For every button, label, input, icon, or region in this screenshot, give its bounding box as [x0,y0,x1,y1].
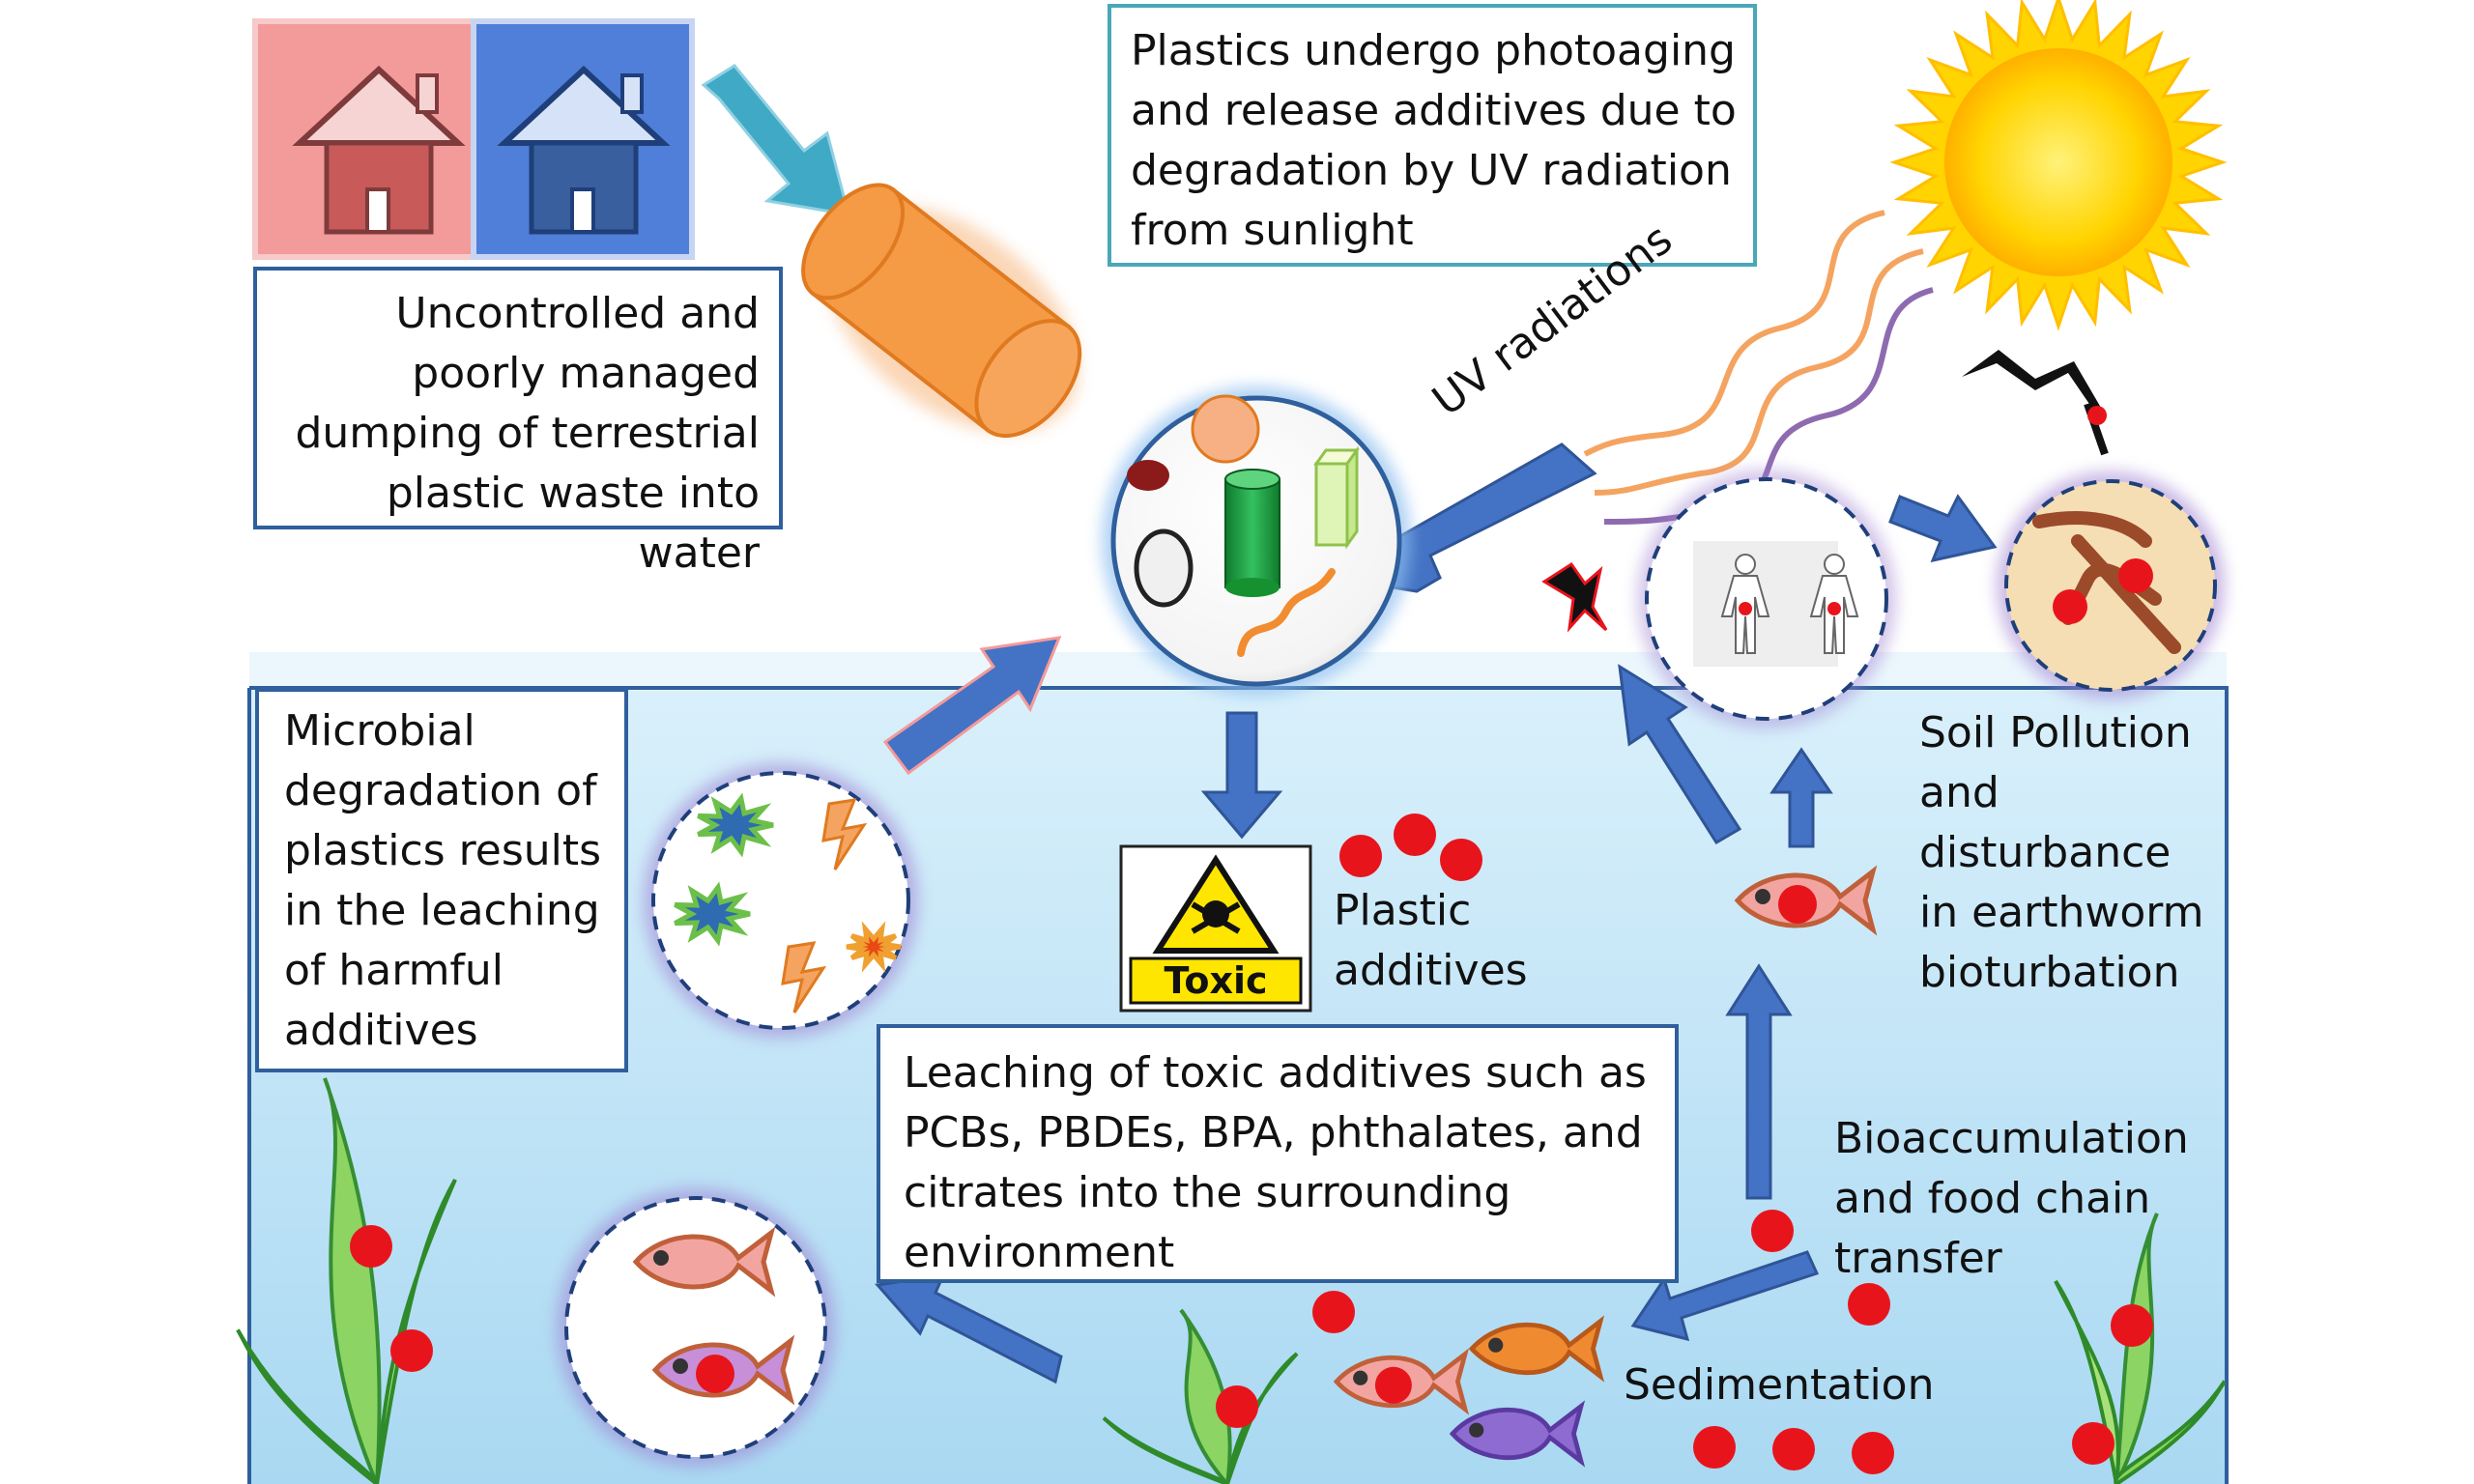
arrow-bioaccumulation-up [1725,963,1793,1200]
plastic-green-block [1313,445,1360,550]
plastic-green-cylinder [1224,469,1280,597]
fish-layer [632,865,1878,1468]
photoaging-label: Plastics undergo photoaging and release … [1108,4,1757,267]
leaching-label: Leaching of toxic additives such as PCBs… [877,1024,1679,1283]
plastics-circle [1102,386,1411,696]
microbe-icon [674,881,751,947]
arrow-to-cylinder [701,64,851,216]
fish-icon [632,1226,776,1298]
seaweed-icon [236,1077,457,1484]
arrow-plastics-to-toxic [1200,711,1283,840]
house-icon-red [252,18,482,260]
fish-icon [1468,1315,1605,1383]
sedimentation-label: Sedimentation [1624,1360,1935,1410]
microbe-icon [697,792,774,858]
human-icon [1720,554,1770,654]
arrow-fish-up [1769,747,1833,848]
human-layer [1720,554,1859,654]
plastic-additives-label: Plastic additives [1334,886,1528,995]
arrow-sediment-left [1630,1250,1820,1342]
seaweed-icon [1102,1308,1299,1484]
fish-circle [557,1188,835,1467]
lightning-icon [1541,561,1608,633]
lightning-bolt-icon [781,941,827,1013]
fish-icon [1449,1400,1586,1468]
soil-pollution-label: Soil Pollution and disturbance in earthw… [1919,708,2204,997]
plastic-fiber [1237,568,1336,657]
bird-icon [1962,350,2109,456]
additive-dots [1339,813,1482,881]
seaweed-layer [236,1077,2227,1484]
human-icon [1809,554,1859,654]
seaweed-icon [2054,1213,2227,1484]
fish-icon [1333,1348,1470,1415]
microbe-circle [644,763,918,1038]
toxic-label: Toxic [1164,959,1267,1002]
lightning-bolt-icon [821,798,868,870]
sediment-dots [1312,1210,1894,1474]
fish-icon [1734,865,1878,936]
sun-icon [1889,0,2228,331]
plastic-cylinder-icon [801,183,1082,439]
earthworm-circle [1997,471,2225,699]
toxic-sign-icon [1119,844,1312,1013]
plastic-sphere [1191,394,1260,464]
microbe-layer [674,792,902,1013]
arrow-fish-to-human [1618,664,1742,845]
fish-icon [651,1334,795,1406]
plastic-pellet-red [1127,460,1169,491]
microbial-label: Microbial degradation of plastics result… [255,688,628,1072]
plastic-disc [1134,528,1194,608]
human-circle [1637,470,1896,728]
house-icon-blue [471,18,695,260]
bioaccumulation-label: Bioaccumulation and food chain transfer [1834,1114,2189,1283]
dumping-label: Uncontrolled and poorly managed dumping … [253,267,783,578]
microbe-icon [846,921,902,973]
arrow-human-to-earthworm [1888,494,1998,563]
water-border [247,686,2229,1484]
arrow-microbial-to-plastics [882,636,1062,776]
